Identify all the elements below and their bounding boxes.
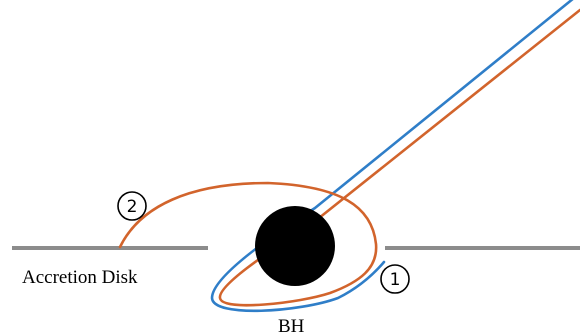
marker-1-label: 1 (390, 270, 401, 290)
marker-2-label: 2 (127, 197, 138, 217)
black-hole (255, 206, 335, 286)
marker-1-circle (380, 264, 410, 294)
accretion-disk-label: Accretion Disk (22, 267, 138, 288)
ray-path-2 (118, 8, 580, 307)
marker-2-circle (117, 191, 147, 221)
black-hole-label: BH (278, 316, 305, 334)
